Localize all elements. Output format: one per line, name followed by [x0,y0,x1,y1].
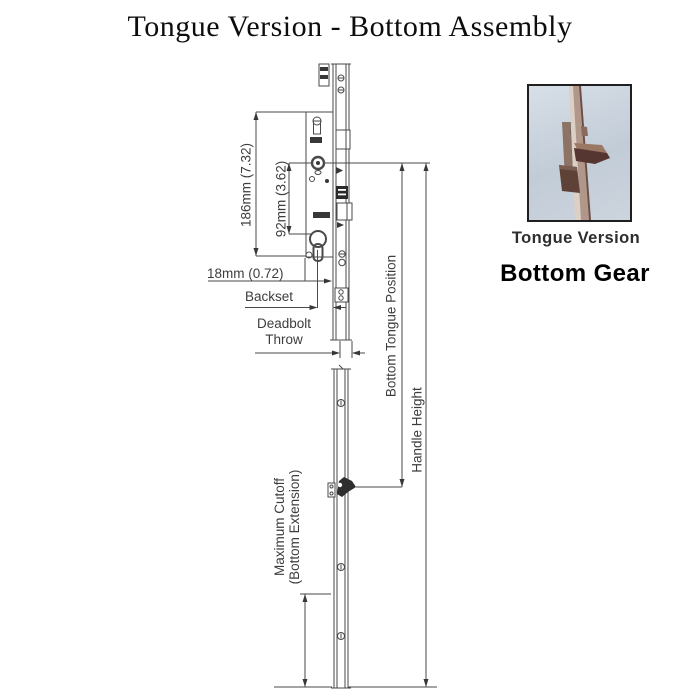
dim-label-case-height: 186mm (7.32) [238,142,254,228]
tongue-hardware-illustration [559,86,610,220]
dim-label-max-cutoff: Maximum Cutoff (Bottom Extension) [272,470,302,585]
hardware-shapes [559,86,610,220]
dim-label-deadbolt-throw: Deadbolt Throw [238,316,330,348]
deadbolt-throw-line1: Deadbolt [256,316,312,331]
tongue-version-photo [527,84,632,222]
max-cutoff-line1: Maximum Cutoff [272,477,287,577]
deadbolt-throw-line2: Throw [265,332,303,347]
diagram-filled-details [253,67,429,687]
max-cutoff-line2: (Bottom Extension) [287,469,302,585]
dim-label-backset: Backset [245,289,294,304]
inset-caption-bottom-gear: Bottom Gear [500,260,650,287]
dim-label-handle-height: Handle Height [409,387,425,473]
inset-caption-tongue-version: Tongue Version [511,229,641,247]
dim-label-bottom-tongue-position: Bottom Tongue Position [383,254,399,398]
diagram-linework [208,63,437,689]
dim-label-backset-value: 18mm (0.72) [207,266,284,281]
page-title: Tongue Version - Bottom Assembly [127,10,573,43]
dim-label-hub-to-cylinder: 92mm (3.62) [273,160,289,238]
